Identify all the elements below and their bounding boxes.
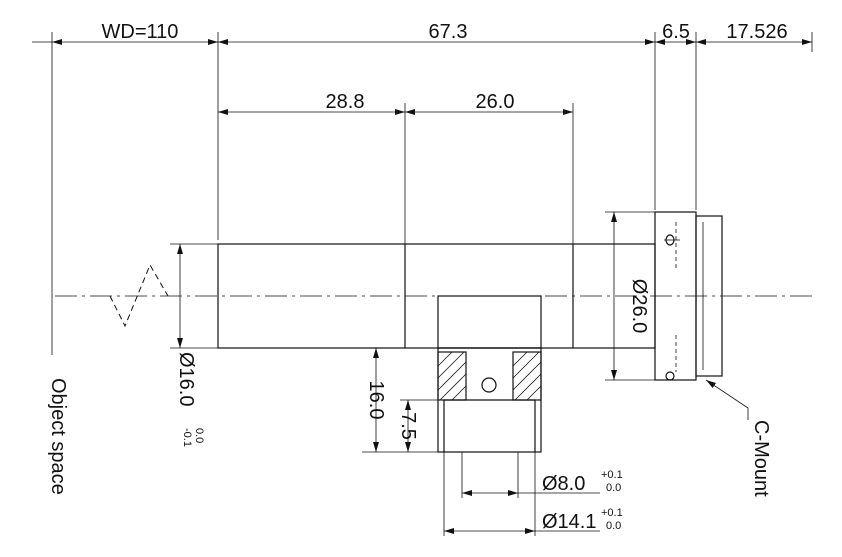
port-outer-dia-label: Ø14.1 [542,511,596,533]
port-wall-hatch-right [512,351,542,401]
c-mount-label: C-Mount [750,420,772,497]
port-inner-dia-label: Ø8.0 [542,473,585,495]
flange-screw-lower-icon [665,371,675,381]
flange-label: 6.5 [662,21,690,43]
side-port-collar [437,295,542,349]
wd-label: WD=110 [102,21,179,43]
port-offset-label: 16.0 [365,381,387,420]
housing-dia-label: Ø26.0 [628,279,650,333]
body-dia-tol-lower: -0.1 [181,428,193,447]
body-dia-tol-upper: 0.0 [193,428,205,443]
c-mount-leader [705,379,749,420]
port-wall-hatch-left [437,351,467,401]
overall-length-label: 67.3 [429,21,468,43]
port-depth-label: 7.5 [397,412,419,440]
c-mount-thread [695,215,723,377]
body-dia-label: Ø16.0 [175,352,197,406]
object-space-label: Object space [47,378,69,495]
section-a-label: 28.8 [326,91,365,113]
port-inner-tol-lower: 0.0 [606,482,621,494]
mount-label: 17.526 [726,21,787,43]
port-inner-tol-upper: +0.1 [601,469,623,481]
port-screw-icon [481,377,497,393]
section-b-label: 26.0 [476,91,515,113]
port-outer-tol-upper: +0.1 [601,507,623,519]
break-line [109,263,169,328]
port-outer-tol-lower: 0.0 [606,520,621,532]
